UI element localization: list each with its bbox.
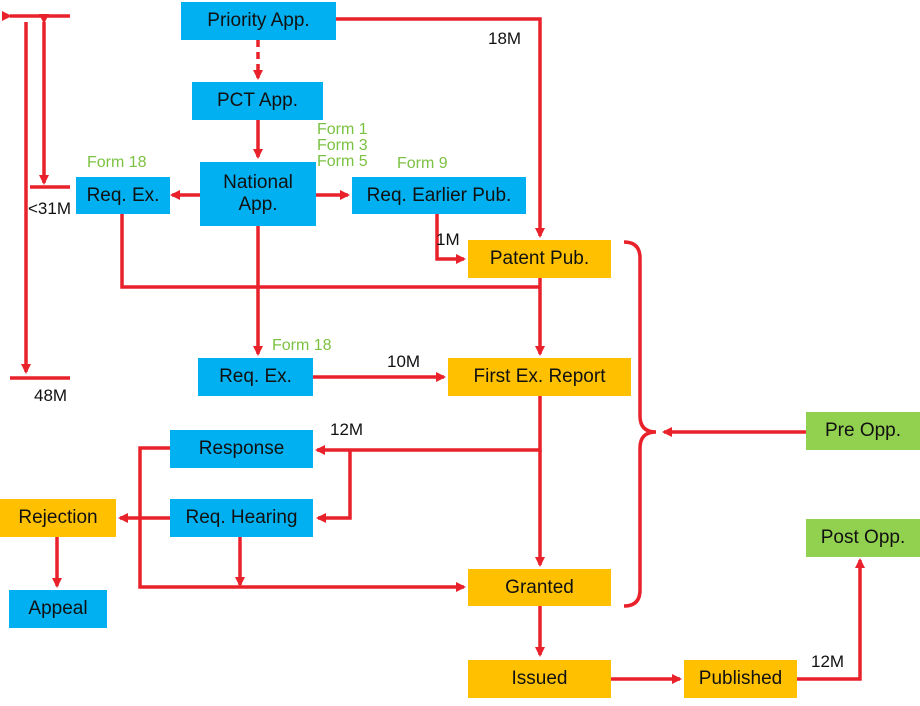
label-12m-response: 12M (330, 420, 363, 440)
label-1m: 1M (436, 230, 460, 250)
node-issued: Issued (468, 660, 611, 698)
node-req-earlier-pub: Req. Earlier Pub. (352, 177, 526, 214)
node-first-ex-report: First Ex. Report (448, 358, 631, 396)
node-patent-pub: Patent Pub. (468, 240, 611, 278)
node-response: Response (170, 430, 313, 468)
arrow-loop-to-req-hearing (318, 450, 350, 518)
node-post-opp: Post Opp. (806, 519, 920, 557)
label-48m: 48M (34, 386, 67, 406)
node-rejection: Rejection (0, 499, 116, 537)
node-appeal: Appeal (9, 590, 107, 628)
label-form9: Form 9 (397, 156, 448, 172)
node-req-hearing: Req. Hearing (170, 499, 313, 537)
timeline-48m-bar (10, 16, 70, 378)
label-form18-mid: Form 18 (272, 338, 332, 354)
node-priority-app: Priority App. (181, 2, 336, 40)
node-pre-opp: Pre Opp. (806, 412, 920, 450)
node-req-ex-mid: Req. Ex. (198, 358, 313, 396)
node-req-ex-top: Req. Ex. (76, 177, 170, 214)
label-18m: 18M (488, 29, 521, 49)
label-12m-post: 12M (811, 652, 844, 672)
label-form1: Form 1 (317, 122, 368, 138)
node-published: Published (684, 660, 797, 698)
label-10m: 10M (387, 352, 420, 372)
node-pct-app: PCT App. (192, 82, 323, 120)
label-lt31m: <31M (28, 199, 71, 219)
pre-opp-bracket (624, 242, 656, 606)
label-form5: Form 5 (317, 154, 368, 170)
node-granted: Granted (468, 569, 611, 606)
label-form18-top: Form 18 (87, 155, 147, 171)
node-national-app: National App. (200, 162, 316, 226)
label-form3: Form 3 (317, 138, 368, 154)
